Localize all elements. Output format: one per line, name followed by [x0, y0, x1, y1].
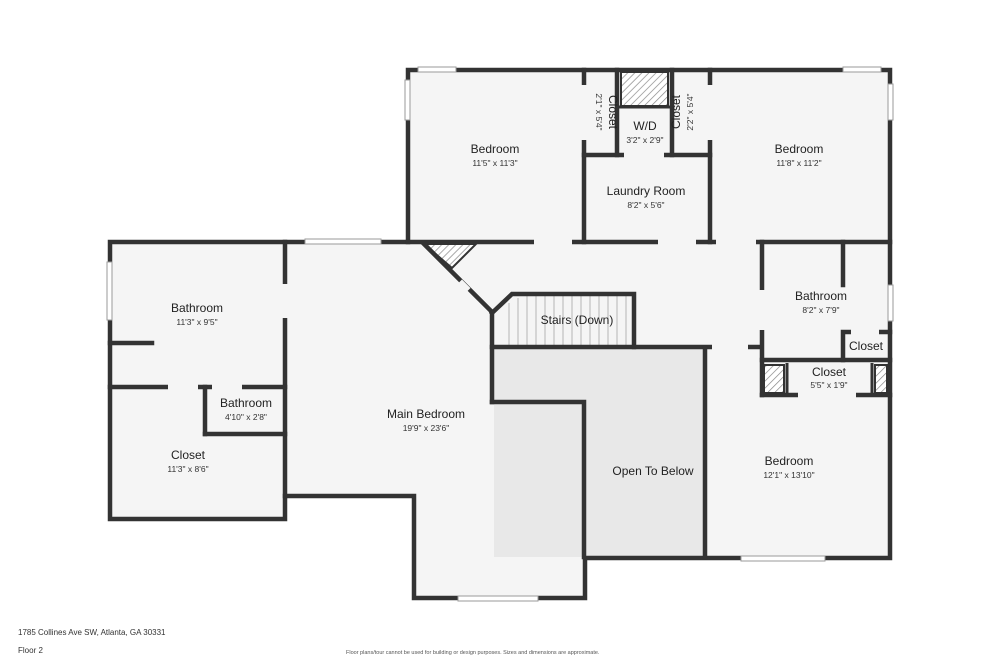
closet-hatch-right — [874, 364, 888, 394]
room-dims-main-bedroom: 19'9" x 23'6" — [403, 423, 450, 433]
wd-hatch — [620, 71, 669, 107]
room-dims-closet-b: 2'2" x 5'4" — [685, 93, 695, 130]
room-name-stairs: Stairs (Down) — [541, 313, 614, 327]
property-address: 1785 Collines Ave SW, Atlanta, GA 30331 — [18, 628, 166, 637]
room-name-closet-w: Closet — [171, 448, 206, 462]
room-dims-closet-e: 5'5" x 1'9" — [810, 380, 847, 390]
room-name-bathroom-e: Bathroom — [795, 289, 847, 303]
room-name-closet-b: Closet — [669, 94, 683, 129]
room-name-bedroom-ne: Bedroom — [775, 142, 824, 156]
stairs-treads — [508, 294, 627, 345]
windows — [106, 66, 894, 602]
room-dims-laundry: 8'2" x 5'6" — [627, 200, 664, 210]
room-dims-bedroom-ne: 11'8" x 11'2" — [776, 158, 821, 168]
room-name-wd: W/D — [633, 119, 657, 133]
room-name-main-bedroom: Main Bedroom — [387, 407, 465, 421]
room-name-bedroom-se: Bedroom — [765, 454, 814, 468]
open-to-below-area — [494, 348, 704, 557]
room-dims-bathroom-small: 4'10" x 2'8" — [225, 412, 267, 422]
room-labels: Bedroom 11'5" x 11'3" Closet 2'1" x 5'4"… — [167, 93, 883, 480]
room-name-closet-a: Closet — [606, 95, 620, 130]
room-name-open-to-below: Open To Below — [612, 464, 693, 478]
floor-label: Floor 2 — [18, 646, 43, 655]
room-dims-bedroom-nw: 11'5" x 11'3" — [472, 158, 517, 168]
room-name-bathroom-small: Bathroom — [220, 396, 272, 410]
room-name-bedroom-nw: Bedroom — [471, 142, 520, 156]
room-dims-bedroom-se: 12'1" x 13'10" — [763, 470, 814, 480]
room-name-closet-e: Closet — [812, 365, 847, 379]
room-name-bathroom-w: Bathroom — [171, 301, 223, 315]
room-dims-bathroom-w: 11'3" x 9'5" — [176, 317, 217, 327]
room-dims-wd: 3'2" x 2'9" — [626, 135, 663, 145]
room-dims-closet-a: 2'1" x 5'4" — [594, 93, 604, 130]
disclaimer: Floor plans/tour cannot be used for buil… — [346, 650, 600, 656]
room-dims-bathroom-e: 8'2" x 7'9" — [802, 305, 839, 315]
closet-hatch-left — [763, 364, 785, 394]
door-openings — [168, 85, 879, 398]
room-name-laundry: Laundry Room — [607, 184, 686, 198]
room-dims-closet-w: 11'3" x 8'6" — [167, 464, 208, 474]
room-name-closet-e-small: Closet — [849, 339, 884, 353]
